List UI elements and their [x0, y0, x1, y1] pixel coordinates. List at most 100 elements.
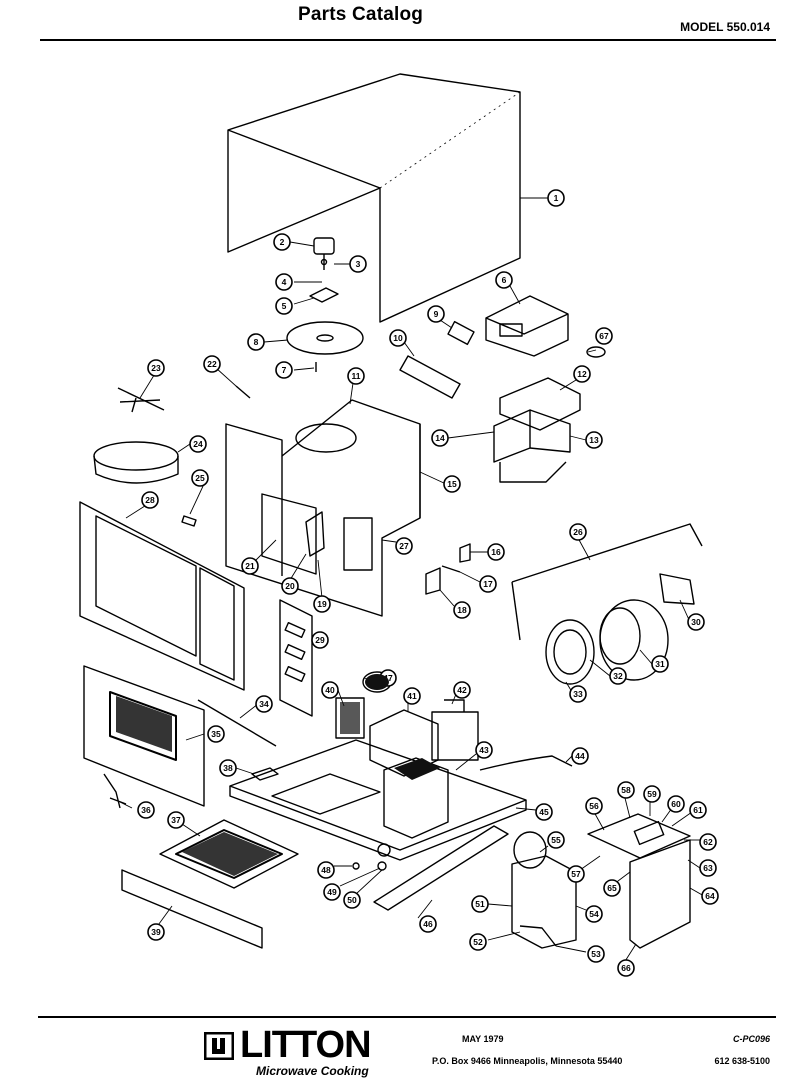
- callout-44: 44: [571, 747, 589, 765]
- callout-9: 9: [427, 305, 445, 323]
- callout-circle: [667, 795, 685, 813]
- callout-33: 33: [569, 685, 587, 703]
- part-outer-cabinet: [227, 73, 521, 323]
- callout-circle: [255, 695, 273, 713]
- company-phone: 612 638-5100: [714, 1056, 770, 1066]
- callout-circle: [547, 189, 565, 207]
- publish-date: MAY 1979: [462, 1034, 504, 1044]
- callout-number: 22: [207, 359, 217, 369]
- callout-circle: [317, 861, 335, 879]
- callout-circle: [453, 601, 471, 619]
- callout-number: 31: [655, 659, 665, 669]
- callout-number: 16: [491, 547, 501, 557]
- callout-circle: [571, 747, 589, 765]
- part-filter-grille: [159, 819, 299, 889]
- brand-subtitle: Microwave Cooking: [256, 1064, 369, 1078]
- callout-number: 43: [479, 745, 489, 755]
- callout-number: 1: [554, 193, 559, 203]
- callout-57: 57: [567, 865, 585, 883]
- header-rule: [40, 39, 776, 41]
- callout-circle: [203, 355, 221, 373]
- callout-number: 19: [317, 599, 327, 609]
- callout-circle: [617, 959, 635, 977]
- callout-21: 21: [241, 557, 259, 575]
- callout-number: 51: [475, 899, 485, 909]
- callout-number: 42: [457, 685, 467, 695]
- callout-circle: [567, 865, 585, 883]
- callout-number: 65: [607, 883, 617, 893]
- callout-65: 65: [603, 879, 621, 897]
- callout-circle: [453, 681, 471, 699]
- callout-circle: [241, 557, 259, 575]
- callout-circle: [395, 537, 413, 555]
- callout-circle: [495, 271, 513, 289]
- part-high-voltage-assembly: [493, 377, 581, 483]
- callout-17: 17: [479, 575, 497, 593]
- callout-42: 42: [453, 681, 471, 699]
- callout-number: 49: [327, 887, 337, 897]
- callout-number: 66: [621, 963, 631, 973]
- callout-18: 18: [453, 601, 471, 619]
- callout-number: 48: [321, 865, 331, 875]
- part-bracket-8: [485, 295, 569, 357]
- callout-circle: [207, 725, 225, 743]
- callout-29: 29: [311, 631, 329, 649]
- callout-49: 49: [323, 883, 341, 901]
- callout-number: 38: [223, 763, 233, 773]
- litton-logo-icon: [204, 1032, 234, 1060]
- callout-52: 52: [469, 933, 487, 951]
- callout-circle: [469, 933, 487, 951]
- callout-number: 20: [285, 581, 295, 591]
- callout-circle: [587, 945, 605, 963]
- callout-30: 30: [687, 613, 705, 631]
- callout-41: 41: [403, 687, 421, 705]
- callout-14: 14: [431, 429, 449, 447]
- company-address: P.O. Box 9466 Minneapolis, Minnesota 554…: [432, 1056, 623, 1066]
- callout-number: 64: [705, 891, 715, 901]
- callout-circle: [479, 575, 497, 593]
- callout-number: 40: [325, 685, 335, 695]
- callout-59: 59: [643, 785, 661, 803]
- callout-number: 7: [282, 365, 287, 375]
- callout-circle: [403, 687, 421, 705]
- callout-number: 12: [577, 369, 587, 379]
- callout-number: 50: [347, 895, 357, 905]
- callout-number: 6: [502, 275, 507, 285]
- callout-12: 12: [573, 365, 591, 383]
- callout-number: 3: [356, 259, 361, 269]
- callout-circle: [617, 781, 635, 799]
- callout-number: 10: [393, 333, 403, 343]
- callout-number: 29: [315, 635, 325, 645]
- callout-number: 21: [245, 561, 255, 571]
- callout-number: 62: [703, 837, 713, 847]
- dense-fills: [116, 674, 440, 876]
- callout-43: 43: [475, 741, 493, 759]
- callout-number: 39: [151, 927, 161, 937]
- model-number: MODEL 550.014: [680, 20, 770, 34]
- callout-circle: [141, 491, 159, 509]
- callout-number: 13: [589, 435, 599, 445]
- callout-64: 64: [701, 887, 719, 905]
- part-stirrer-assembly: [286, 237, 364, 372]
- callout-36: 36: [137, 801, 155, 819]
- callout-circle: [321, 681, 339, 699]
- part-control-panel: [279, 599, 313, 717]
- callout-circle: [275, 361, 293, 379]
- callout-19: 19: [313, 595, 331, 613]
- callout-circle: [569, 685, 587, 703]
- part-base-components: [335, 697, 479, 777]
- brand-name: LITTON: [240, 1024, 372, 1066]
- callout-circle: [247, 333, 265, 351]
- callout-circle: [323, 883, 341, 901]
- callout-number: 33: [573, 689, 583, 699]
- callout-number: 11: [352, 371, 361, 381]
- callout-66: 66: [617, 959, 635, 977]
- callout-54: 54: [585, 905, 603, 923]
- callout-number: 44: [575, 751, 585, 761]
- callout-circle: [419, 915, 437, 933]
- callout-circle: [547, 831, 565, 849]
- callout-number: 2: [280, 237, 285, 247]
- callout-8: 8: [247, 333, 265, 351]
- callout-number: 36: [141, 805, 151, 815]
